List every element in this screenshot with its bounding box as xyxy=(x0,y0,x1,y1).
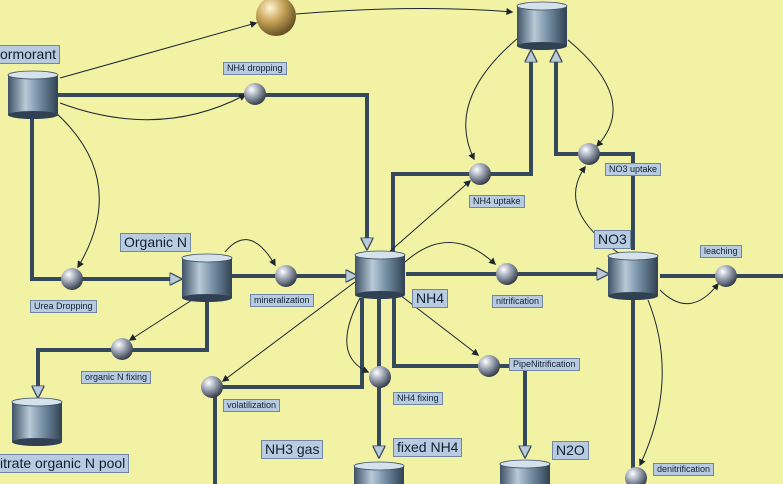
label-cormorant: ormorant xyxy=(0,45,61,64)
label-nh4-dropping: NH4 dropping xyxy=(223,62,287,75)
label-nh4-uptake: NH4 uptake xyxy=(469,195,525,208)
label-nh4: NH4 xyxy=(412,289,449,308)
label-denitrification: denitrification xyxy=(653,463,715,476)
valve-urea-dropping[interactable] xyxy=(61,268,83,290)
label-organic-n: Organic N xyxy=(120,233,192,252)
label-n2o: N2O xyxy=(552,441,589,460)
pipe-nh4-dropping[interactable] xyxy=(58,93,367,244)
label-no3-uptake: NO3 uptake xyxy=(605,163,662,176)
valve-nh4-fixing[interactable] xyxy=(369,366,391,388)
label-pipe-nitrification: PipeNitrification xyxy=(509,358,580,371)
label-no3: NO3 xyxy=(594,230,631,249)
label-leaching: leaching xyxy=(700,245,742,258)
valve-no3-uptake[interactable] xyxy=(578,143,600,165)
stock-nitrate-pool[interactable] xyxy=(11,397,63,446)
label-organic-n-fixing: organic N fixing xyxy=(81,371,152,384)
stock-n2o[interactable] xyxy=(499,459,551,484)
connector-arrows xyxy=(54,7,719,467)
pipes xyxy=(30,56,783,484)
pipe-nh4-uptake[interactable] xyxy=(391,56,531,252)
label-nh3-gas: NH3 gas xyxy=(261,440,324,459)
stock-nh4[interactable] xyxy=(354,250,406,299)
label-fixed-nh4: fixed NH4 xyxy=(393,438,463,457)
valve-nh4-dropping[interactable] xyxy=(244,83,266,105)
label-nitrate-pool: itrate organic N pool xyxy=(0,454,130,473)
label-nitrification: nitrification xyxy=(492,295,544,308)
stock-no3[interactable] xyxy=(607,251,659,300)
valve-nitrification[interactable] xyxy=(496,263,518,285)
label-mineralization: mineralization xyxy=(250,294,314,307)
label-urea-dropping: Urea Dropping xyxy=(30,300,97,313)
label-volatilization: volatilization xyxy=(223,399,281,412)
valve-leaching[interactable] xyxy=(715,265,737,287)
stock-organic-n[interactable] xyxy=(181,253,233,302)
stock-plant[interactable] xyxy=(516,1,568,50)
label-nh4-fixing: NH4 fixing xyxy=(393,392,443,405)
valve-pipe-nitrification[interactable] xyxy=(478,355,500,377)
stock-cormorant[interactable] xyxy=(7,70,59,119)
valve-nh4-uptake[interactable] xyxy=(469,163,491,185)
valve-organic-n-fixing[interactable] xyxy=(111,338,133,360)
valve-mineralization[interactable] xyxy=(275,265,297,287)
valve-denitrification[interactable] xyxy=(625,467,647,484)
valve-volatilization[interactable] xyxy=(201,376,223,398)
stock-fixed-nh4[interactable] xyxy=(353,461,405,484)
converter-ball-gold[interactable] xyxy=(256,0,296,36)
pipe-pipe-nitrification[interactable] xyxy=(392,298,525,452)
pipe-urea-dropping[interactable] xyxy=(30,118,176,279)
pipe-volatilization[interactable] xyxy=(213,298,364,484)
